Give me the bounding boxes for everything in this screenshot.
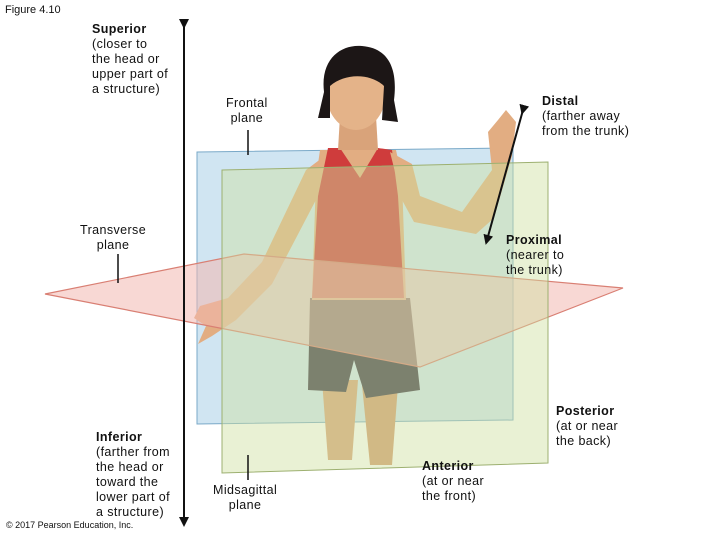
inferior-line: the head or xyxy=(96,460,164,474)
figure-torso xyxy=(312,148,406,300)
proximal-line: (nearer to xyxy=(506,248,565,262)
superior-line: a structure) xyxy=(92,82,161,96)
distal-proximal-axis xyxy=(483,103,530,245)
midsagittal-plane-line: plane xyxy=(228,498,262,512)
frontal-plane-line: plane xyxy=(230,111,264,125)
superior-label: Superior (closer to the head or upper pa… xyxy=(92,22,168,97)
transverse-plane-line: plane xyxy=(96,238,130,252)
superior-line: (closer to xyxy=(92,37,148,51)
copyright-notice: © 2017 Pearson Education, Inc. xyxy=(6,520,134,530)
superior-line: upper part of xyxy=(92,67,169,81)
distal-title: Distal xyxy=(542,94,579,108)
hair xyxy=(318,45,398,122)
inferior-line: lower part of xyxy=(96,490,170,504)
midsagittal-plane xyxy=(221,161,549,474)
distal-line: (farther away xyxy=(542,109,621,123)
midsagittal-plane-line: Midsagittal xyxy=(213,483,278,497)
transverse-plane xyxy=(44,253,624,368)
inferior-line: toward the xyxy=(96,475,159,489)
anterior-line: the front) xyxy=(422,489,477,503)
proximal-title: Proximal xyxy=(506,233,563,247)
anterior-title: Anterior xyxy=(422,459,474,473)
proximal-line: the trunk) xyxy=(506,263,563,277)
transverse-plane-label: Transverse plane xyxy=(80,223,146,253)
left-arm xyxy=(194,158,322,344)
distal-label: Distal (farther away from the trunk) xyxy=(542,94,629,139)
inferior-title: Inferior xyxy=(96,430,143,444)
inferior-label: Inferior (farther from the head or towar… xyxy=(96,430,170,520)
superior-title: Superior xyxy=(92,22,147,36)
inferior-line: a structure) xyxy=(96,505,165,519)
anterior-line: (at or near xyxy=(422,474,485,488)
posterior-title: Posterior xyxy=(556,404,615,418)
proximal-label: Proximal (nearer to the trunk) xyxy=(506,233,564,278)
inferior-line: (farther from xyxy=(96,445,170,459)
posterior-line: (at or near xyxy=(556,419,619,433)
frontal-plane-line: Frontal xyxy=(226,96,268,110)
transverse-plane-line: Transverse xyxy=(80,223,147,237)
frontal-plane-label: Frontal plane xyxy=(226,96,268,126)
posterior-line: the back) xyxy=(556,434,612,448)
posterior-label: Posterior (at or near the back) xyxy=(556,404,618,449)
midsagittal-plane-label: Midsagittal plane xyxy=(213,483,277,513)
distal-line: from the trunk) xyxy=(542,124,630,138)
figure-head xyxy=(318,45,398,150)
superior-line: the head or xyxy=(92,52,160,66)
tank-top xyxy=(312,148,404,298)
anterior-label: Anterior (at or near the front) xyxy=(422,459,484,504)
figure-label: Figure 4.10 xyxy=(5,4,61,16)
